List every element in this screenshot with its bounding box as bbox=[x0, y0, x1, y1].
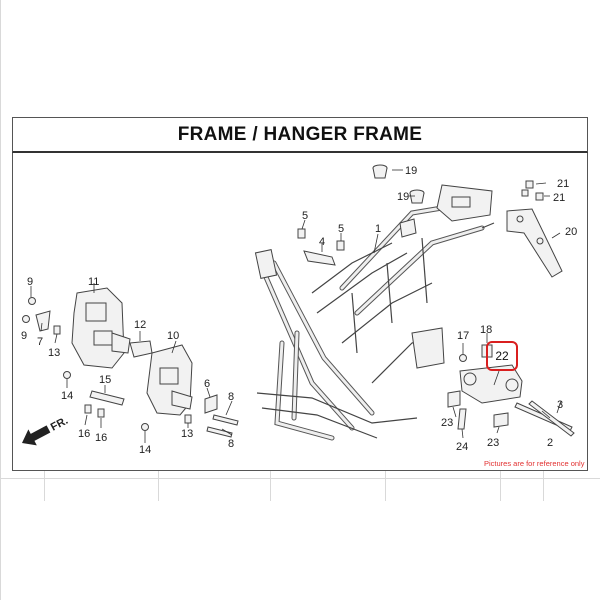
nut-part-14 bbox=[63, 371, 149, 431]
bolt-part-5 bbox=[297, 228, 345, 251]
bracket-part-7 bbox=[35, 310, 51, 332]
callout-6: 6 bbox=[204, 378, 210, 390]
callout-21a: 21 bbox=[557, 178, 569, 190]
collar-part-19 bbox=[372, 164, 425, 204]
callout-16b: 16 bbox=[95, 432, 107, 444]
hanger-bracket-part-10 bbox=[146, 344, 193, 416]
grid-line bbox=[158, 471, 159, 501]
callout-13b: 13 bbox=[181, 428, 193, 440]
bolt-part-21 bbox=[521, 180, 544, 201]
callout-15: 15 bbox=[99, 374, 111, 386]
callout-7: 7 bbox=[37, 336, 43, 348]
callout-11: 11 bbox=[88, 276, 99, 288]
callout-1: 1 bbox=[375, 223, 381, 235]
callout-3: 3 bbox=[557, 399, 563, 411]
leader-lines bbox=[30, 169, 562, 443]
callout-numbers: 1 2 3 4 5 5 6 7 8 8 9 9 10 11 12 13 13 1… bbox=[21, 165, 577, 456]
pin-part-8 bbox=[206, 414, 239, 438]
callout-14a: 14 bbox=[61, 390, 73, 402]
nut-part-9 bbox=[22, 297, 36, 323]
callout-2: 2 bbox=[547, 437, 553, 449]
grid-line bbox=[270, 471, 271, 501]
callout-19b: 19 bbox=[397, 191, 409, 203]
callout-4: 4 bbox=[319, 236, 325, 248]
callout-19a: 19 bbox=[405, 165, 417, 177]
callout-14b: 14 bbox=[139, 444, 151, 456]
grid-line bbox=[500, 471, 501, 501]
nut-part-17 bbox=[459, 354, 467, 362]
callout-9a: 9 bbox=[27, 276, 33, 288]
callout-21b: 21 bbox=[553, 192, 565, 204]
callout-8b: 8 bbox=[228, 438, 234, 450]
grid-line bbox=[0, 478, 600, 479]
front-label: FR. bbox=[49, 415, 70, 434]
callout-23b: 23 bbox=[487, 437, 499, 449]
plate-part-15 bbox=[89, 390, 125, 406]
callout-17: 17 bbox=[457, 330, 469, 342]
bushing-part-23 bbox=[447, 390, 509, 428]
callout-8a: 8 bbox=[228, 391, 234, 403]
callout-10: 10 bbox=[167, 330, 179, 342]
callout-20: 20 bbox=[565, 226, 577, 238]
callout-5a: 5 bbox=[302, 210, 308, 222]
callout-5b: 5 bbox=[338, 223, 344, 235]
callout-24: 24 bbox=[456, 441, 468, 453]
grid-line bbox=[44, 471, 45, 501]
title-bar: FRAME / HANGER FRAME bbox=[12, 117, 588, 153]
bracket-part-6 bbox=[204, 394, 218, 414]
disclaimer-text: Pictures are for reference only bbox=[484, 459, 585, 468]
rear-hanger-part-20 bbox=[506, 208, 563, 278]
grid-line bbox=[0, 0, 1, 600]
callout-18: 18 bbox=[480, 324, 492, 336]
pivot-bracket-part-22 bbox=[459, 364, 523, 404]
diagram-title: FRAME / HANGER FRAME bbox=[177, 123, 423, 145]
highlighted-part-label: 22 bbox=[495, 349, 509, 363]
grid-line bbox=[543, 471, 544, 501]
pivot-bolt-part-3 bbox=[528, 400, 575, 437]
bracket-part-4 bbox=[303, 250, 336, 266]
callout-23a: 23 bbox=[441, 417, 453, 429]
callout-12: 12 bbox=[134, 319, 146, 331]
bolt-part-16 bbox=[84, 404, 105, 418]
hanger-bracket-part-11 bbox=[71, 287, 131, 369]
callout-13a: 13 bbox=[48, 347, 60, 359]
exploded-parts-diagram: 1 2 3 4 5 5 6 7 8 8 9 9 10 11 12 13 13 1… bbox=[21, 164, 577, 456]
highlight-box bbox=[486, 341, 518, 371]
callout-16a: 16 bbox=[78, 428, 90, 440]
plate-part-12 bbox=[129, 340, 153, 358]
main-frame bbox=[254, 184, 495, 441]
bolt-part-24 bbox=[457, 408, 467, 430]
front-direction-marker: FR. bbox=[22, 415, 70, 446]
callout-9b: 9 bbox=[21, 330, 27, 342]
grid-line bbox=[385, 471, 386, 501]
